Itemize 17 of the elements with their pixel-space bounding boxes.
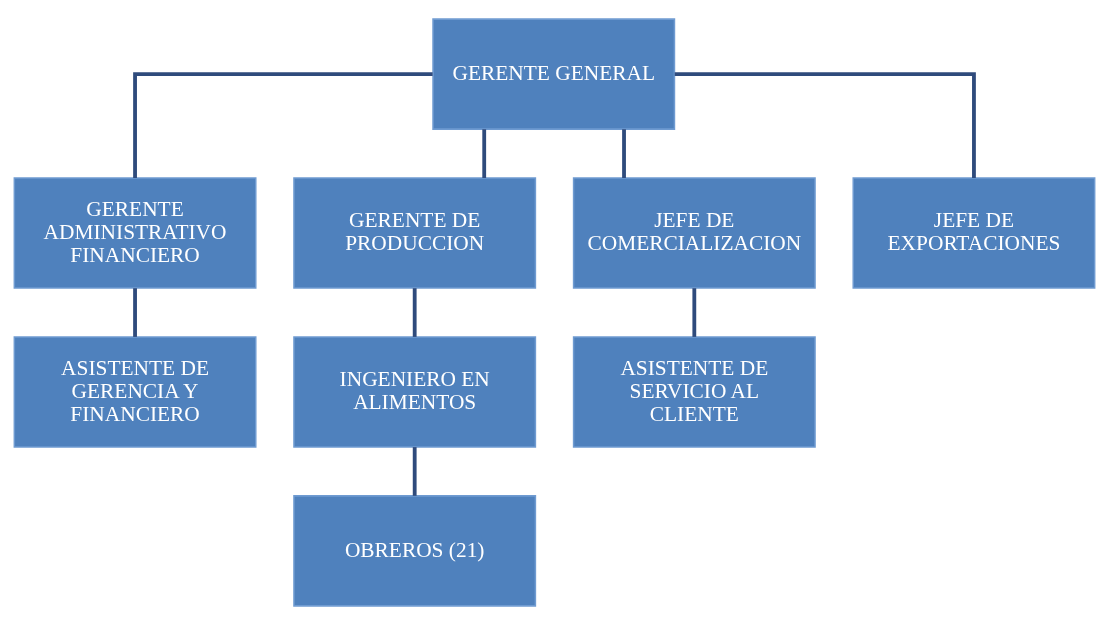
connector [133, 288, 137, 337]
connector [412, 288, 417, 337]
connector [412, 447, 417, 496]
node-box: ASISTENTE DE GERENCIA Y FINANCIERO [13, 336, 257, 448]
connector [482, 129, 487, 178]
connector [622, 129, 626, 178]
connector [674, 72, 976, 178]
node-box: GERENTE GENERAL [432, 18, 676, 130]
node-box: ASISTENTE DE SERVICIO AL CLIENTE [572, 336, 816, 448]
node-box: JEFE DE EXPORTACIONES [852, 177, 1096, 289]
node-box: INGENIERO EN ALIMENTOS [293, 336, 537, 448]
connector [692, 288, 697, 337]
node-box: OBREROS (21) [293, 495, 537, 607]
node-box: GERENTE ADMINISTRATIVO FINANCIERO [13, 177, 257, 289]
node-box: GERENTE DE PRODUCCION [293, 177, 537, 289]
node-box: JEFE DE COMERCIALIZACION [572, 177, 816, 289]
connector [133, 72, 433, 178]
